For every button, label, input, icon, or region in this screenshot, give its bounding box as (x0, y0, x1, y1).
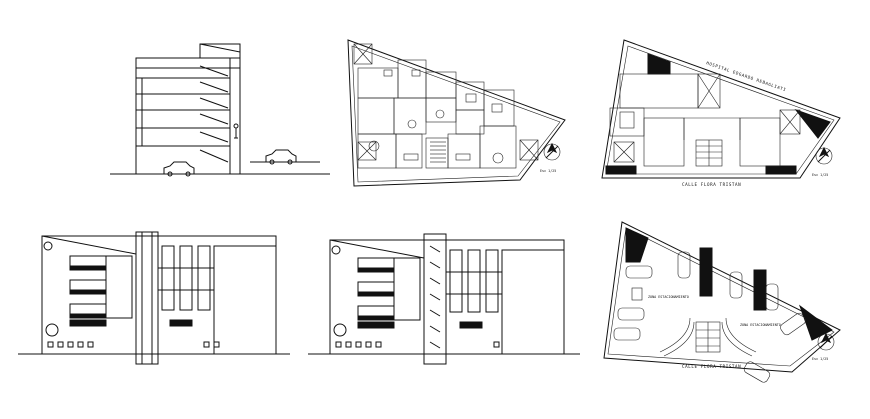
person-icon (233, 123, 239, 139)
car-icon (765, 283, 779, 311)
parking-plan: ZONA ESTACIONAMIENTO ZONA ESTACIONAMIENT… (603, 221, 841, 383)
car-icon (163, 161, 195, 177)
car-icon (677, 251, 691, 279)
diagonal-street-label: HOSPITAL EDGARDO REBAGLIATI (706, 60, 787, 92)
north-arrow-icon (817, 332, 835, 351)
building-section (110, 43, 330, 177)
zone-label: ZONA ESTACIONAMIENTO (648, 295, 689, 299)
car-icon (613, 327, 641, 341)
scale-label: Esc 1/25 (540, 169, 556, 173)
car-icon (780, 312, 806, 336)
floor-plan-structure: HOSPITAL EDGARDO REBAGLIATI CALLE FLORA … (601, 39, 841, 187)
street-label: CALLE FLORA TRISTAN (682, 182, 741, 187)
scale-label: Esc 1/25 (812, 357, 828, 361)
car-icon (625, 265, 653, 279)
street-label: CALLE FLORA TRISTAN (682, 364, 741, 369)
north-arrow-icon (543, 142, 561, 161)
floor-plan-upper: Esc 1/25 (347, 39, 566, 187)
car-icon (729, 271, 743, 299)
scale-label: Esc 1/25 (812, 173, 828, 177)
elevation-front-a (18, 231, 290, 365)
car-icon (617, 307, 645, 321)
north-arrow-icon (815, 146, 833, 165)
car-icon (743, 361, 771, 383)
zone-label: ZONA ESTACIONAMIENTO (740, 323, 781, 327)
elevation-front-b (308, 233, 580, 365)
